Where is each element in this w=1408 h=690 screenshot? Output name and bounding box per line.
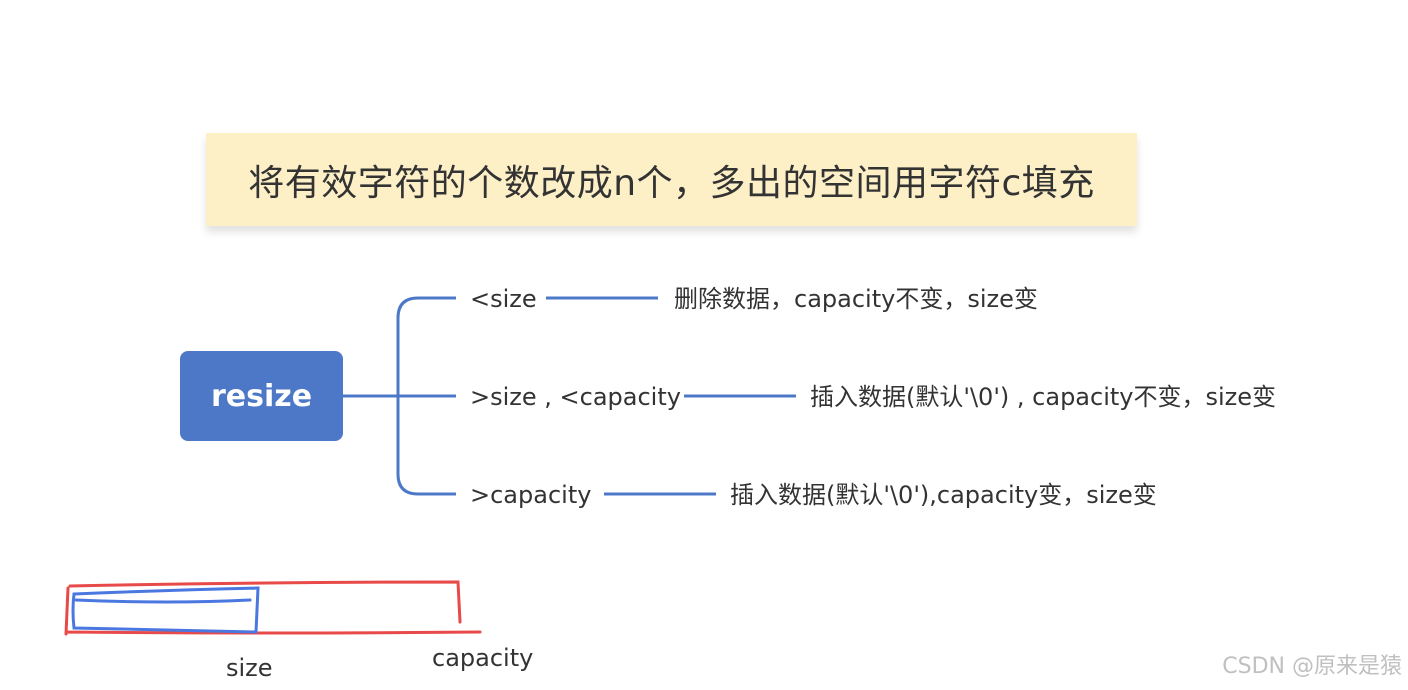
branch-2-condition: >size , <capacity <box>470 383 681 411</box>
branch-3-result: 插入数据(默认'\0'),capacity变，size变 <box>730 481 1157 509</box>
title-box: 将有效字符的个数改成n个，多出的空间用字符c填充 <box>206 133 1137 226</box>
capacity-label: capacity <box>432 644 534 672</box>
branch-2-result: 插入数据(默认'\0') , capacity不变，size变 <box>810 383 1277 411</box>
watermark: CSDN @原来是猿 <box>1222 654 1402 679</box>
size-label: size <box>226 654 273 682</box>
trunk-top-branch <box>396 296 456 396</box>
capacity-box-sketch <box>64 580 482 636</box>
root-node-resize: resize <box>180 351 343 441</box>
root-label: resize <box>210 378 313 414</box>
branch-3-condition: >capacity <box>470 481 592 509</box>
branch-1-condition: <size <box>470 285 537 313</box>
branch-1-result: 删除数据，capacity不变，size变 <box>674 285 1038 313</box>
size-box-sketch <box>71 586 260 634</box>
trunk-bottom-branch <box>396 396 456 496</box>
title-text: 将有效字符的个数改成n个，多出的空间用字符c填充 <box>248 162 1095 204</box>
